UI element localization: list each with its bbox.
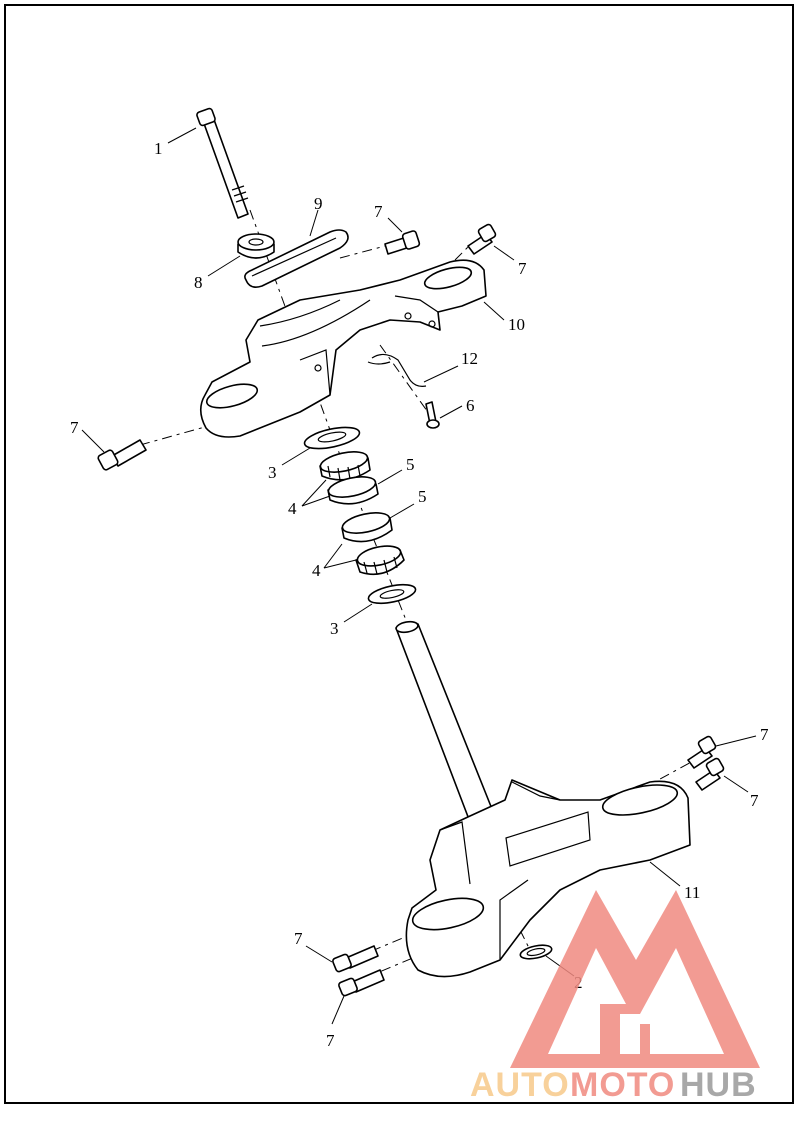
retaining-ring-part-2 bbox=[519, 944, 553, 960]
bolt-part-7-left bbox=[97, 439, 147, 471]
drawing-frame bbox=[4, 4, 794, 1104]
clip-part-12 bbox=[367, 353, 427, 387]
bolt-part-7-lower-left-top bbox=[332, 945, 379, 973]
callout-7: 7 bbox=[374, 202, 383, 221]
callout-7: 7 bbox=[518, 259, 527, 278]
watermark-moto: MOTO bbox=[570, 1066, 675, 1104]
washer-part-3-lower bbox=[367, 583, 417, 605]
race-part-5-upper bbox=[327, 476, 379, 505]
callout-1: 1 bbox=[154, 139, 163, 158]
callout-10: 10 bbox=[508, 315, 525, 334]
watermark-auto: AUTO bbox=[470, 1066, 570, 1104]
callout-11: 11 bbox=[684, 883, 700, 902]
callout-labels: 1 8 9 7 7 10 12 6 7 3 4 5 5 4 3 7 7 11 7… bbox=[70, 139, 769, 1050]
bolt-part-7-lower-left-bottom bbox=[338, 969, 385, 997]
bolt-part-7-lower-right-bottom bbox=[695, 757, 725, 791]
bearing-part-4-upper bbox=[319, 451, 371, 481]
callout-7: 7 bbox=[70, 418, 79, 437]
washer-part-3-upper bbox=[303, 426, 361, 450]
callout-9: 9 bbox=[314, 194, 323, 213]
stem-bolt-part-1 bbox=[196, 107, 249, 219]
callout-6: 6 bbox=[466, 396, 475, 415]
lower-fork-bracket-part-11 bbox=[395, 620, 691, 978]
cover-plate-part-9 bbox=[244, 229, 349, 288]
race-part-5-lower bbox=[341, 512, 393, 543]
bolt-part-7-upper-mid bbox=[384, 230, 421, 255]
callout-7: 7 bbox=[750, 791, 759, 810]
nut-part-8 bbox=[237, 233, 275, 259]
callout-5: 5 bbox=[418, 487, 427, 506]
watermark-hub: HUB bbox=[680, 1066, 757, 1104]
bolt-part-7-upper-right bbox=[467, 223, 497, 255]
callout-12: 12 bbox=[461, 349, 478, 368]
callout-3: 3 bbox=[268, 463, 277, 482]
leader-lines bbox=[81, 127, 757, 1025]
triangle-logo-icon bbox=[510, 890, 760, 1068]
callout-7: 7 bbox=[294, 929, 303, 948]
callout-7: 7 bbox=[326, 1031, 335, 1050]
callout-4: 4 bbox=[288, 499, 297, 518]
bolt-part-7-lower-right-top bbox=[687, 735, 717, 769]
screw-part-6 bbox=[425, 401, 440, 429]
callout-8: 8 bbox=[194, 273, 203, 292]
callout-3: 3 bbox=[330, 619, 339, 638]
upper-fork-bracket-part-10 bbox=[199, 259, 487, 438]
callout-7: 7 bbox=[760, 725, 769, 744]
callout-5: 5 bbox=[406, 455, 415, 474]
callout-4: 4 bbox=[312, 561, 321, 580]
bearing-part-4-lower bbox=[355, 545, 405, 576]
watermark-logo: AUTO MOTO HUB bbox=[470, 890, 760, 1104]
